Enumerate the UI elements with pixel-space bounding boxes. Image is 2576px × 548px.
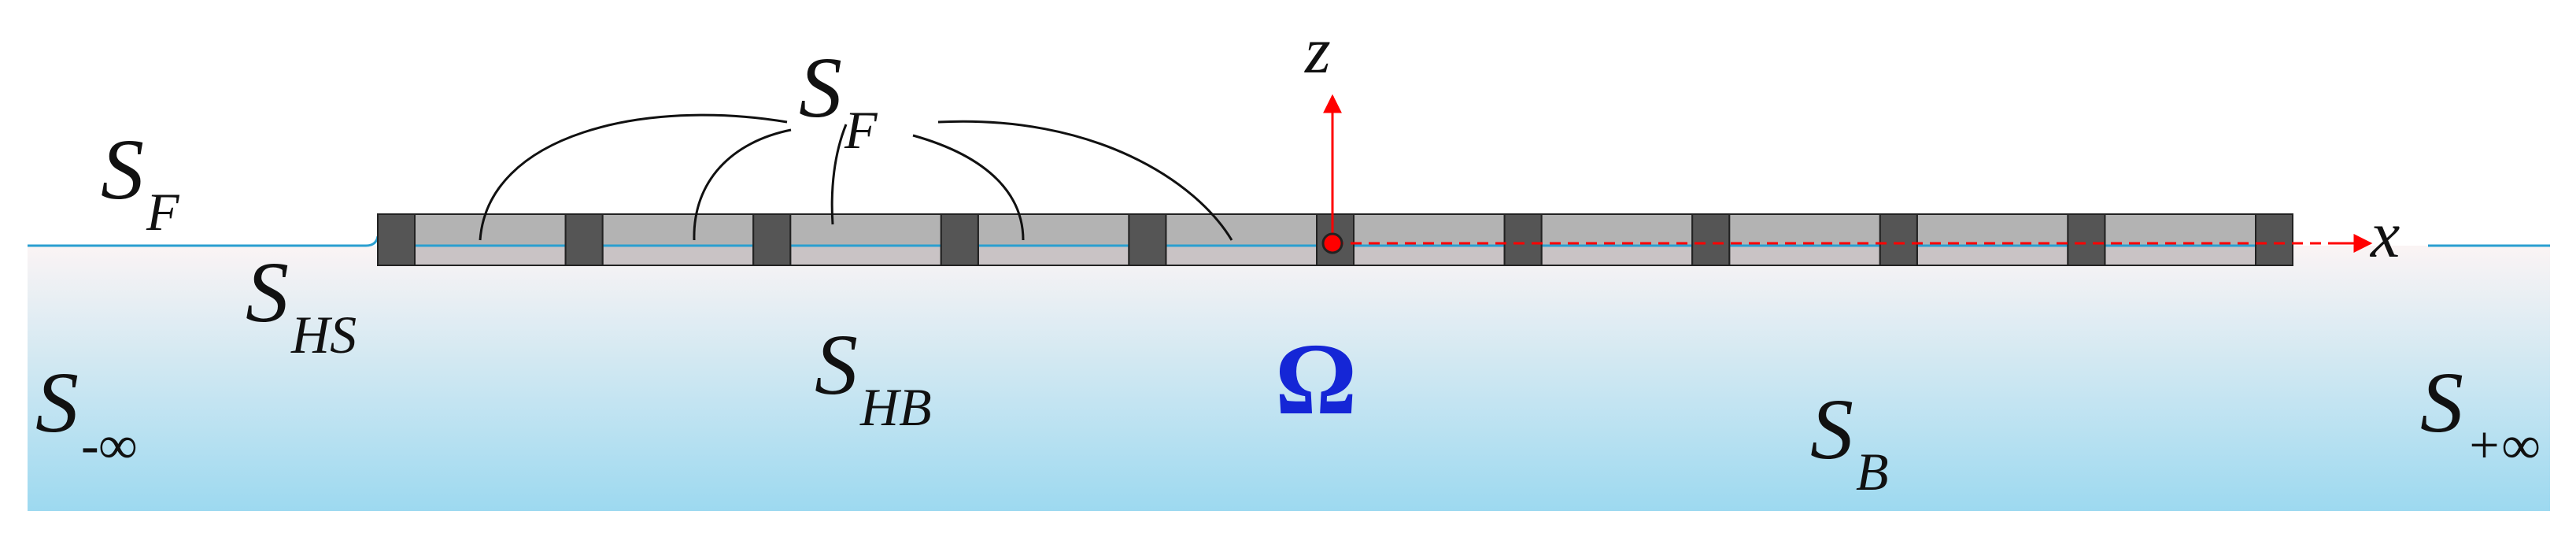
label-shs-sub: HS xyxy=(290,305,357,365)
x-axis-label: x xyxy=(2369,198,2400,272)
label-shs: S HS xyxy=(246,244,357,365)
connector xyxy=(940,213,979,266)
label-sf-top-sub: F xyxy=(844,100,878,160)
label-sb-sub: B xyxy=(1856,442,1889,502)
modular-floating-structure xyxy=(377,213,2293,266)
sf-curve-2 xyxy=(693,128,792,241)
connector xyxy=(752,213,792,266)
connector xyxy=(1879,213,1918,266)
sf-curve-4 xyxy=(912,134,1025,241)
fluid-domain xyxy=(28,246,2550,511)
connector xyxy=(377,213,416,266)
module-upper xyxy=(602,214,754,246)
label-s-minus-inf-main: S xyxy=(35,354,79,450)
sf-curve-3 xyxy=(830,124,848,225)
sf-pointer-curves xyxy=(479,113,1233,241)
label-s-plus-inf-sub: +∞ xyxy=(2466,415,2540,475)
module-upper xyxy=(1166,214,1317,246)
label-sf-top: S F xyxy=(799,39,878,160)
module-upper xyxy=(1729,214,1880,246)
module-upper xyxy=(1916,214,2068,246)
label-sb-main: S xyxy=(1810,381,1853,477)
label-s-minus-inf: S -∞ xyxy=(35,354,137,475)
label-sf-top-main: S xyxy=(799,39,842,135)
module-upper xyxy=(2105,214,2256,246)
connector xyxy=(1128,213,1167,266)
connector xyxy=(1691,213,1731,266)
connector xyxy=(564,213,604,266)
connector xyxy=(2255,213,2293,266)
connector xyxy=(1503,213,1543,266)
label-sf-left: S F xyxy=(101,121,180,242)
label-sf-left-sub: F xyxy=(146,182,180,242)
label-shb-sub: HB xyxy=(859,377,932,437)
label-shs-main: S xyxy=(246,244,289,340)
module-upper xyxy=(978,214,1129,246)
label-s-minus-inf-sub: -∞ xyxy=(81,415,137,475)
label-s-plus-inf-main: S xyxy=(2420,354,2463,450)
module-upper xyxy=(1354,214,1505,246)
module-upper xyxy=(790,214,941,246)
module-upper xyxy=(415,214,566,246)
label-sf-left-main: S xyxy=(101,121,144,217)
omega-label: Ω xyxy=(1275,323,1357,436)
label-sb: S B xyxy=(1810,381,1889,502)
sf-curve-5 xyxy=(937,120,1233,241)
free-surface-left xyxy=(28,235,379,247)
connector xyxy=(2067,213,2106,266)
module-upper xyxy=(1541,214,1693,246)
origin-point xyxy=(1321,232,1343,254)
label-shb-main: S xyxy=(815,317,858,413)
sf-curve-1 xyxy=(479,113,788,241)
z-axis-label: z xyxy=(1304,14,1331,87)
label-shb: S HB xyxy=(815,317,932,437)
label-s-plus-inf: S +∞ xyxy=(2420,354,2540,475)
